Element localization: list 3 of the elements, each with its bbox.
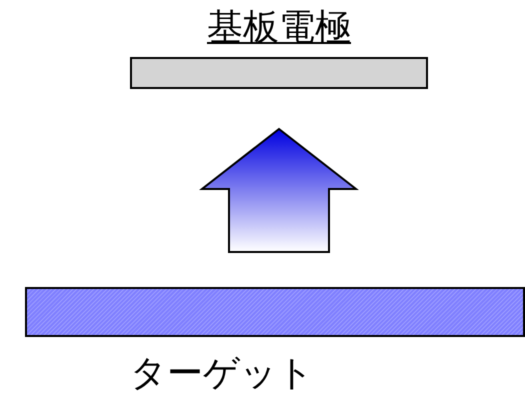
block-arrow <box>199 128 359 253</box>
plate-label: 基板電極 <box>207 7 351 49</box>
target-label: ターゲット <box>130 353 314 395</box>
